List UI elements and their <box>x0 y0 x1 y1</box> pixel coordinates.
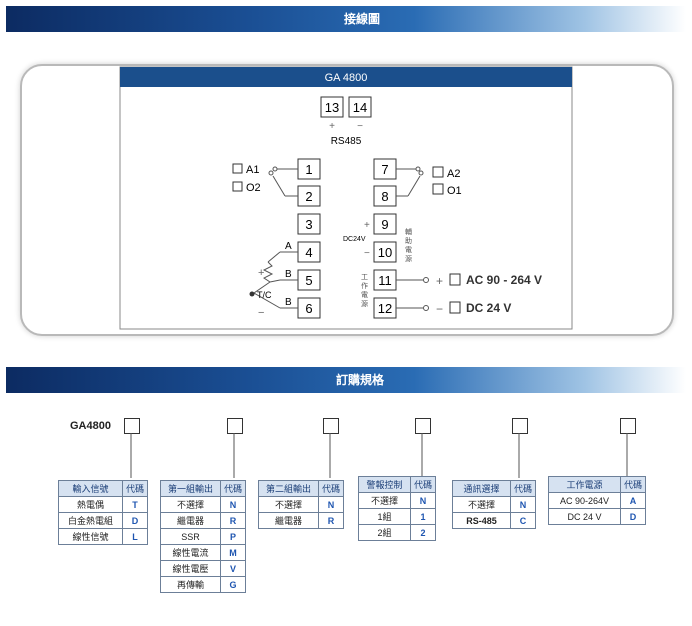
alarm-a2-label: A2 <box>447 168 460 180</box>
tc-minus: − <box>258 307 264 319</box>
rtd-a-label: A <box>285 241 292 252</box>
terminal-10-label: 10 <box>378 245 392 260</box>
power-dc-checkbox <box>449 301 461 314</box>
code-box-power <box>620 418 636 434</box>
device-frame <box>119 66 573 330</box>
tc-plus: + <box>258 267 264 279</box>
wiring-section-title: 接線圖 <box>344 12 381 26</box>
tc-label: T/C <box>257 290 272 300</box>
power-ac-label: AC 90 - 264 V <box>466 273 542 287</box>
terminal-8-label: 8 <box>381 189 388 204</box>
alarm-a2-checkbox <box>432 166 444 178</box>
alarm-o1-checkbox <box>432 183 444 195</box>
rtd-b-label: B <box>285 269 292 280</box>
relay-contact-left <box>268 166 298 197</box>
order-section-title: 訂購規格 <box>336 373 385 387</box>
order-model-code: GA4800 <box>70 420 111 432</box>
rtd-b2-label: B <box>285 297 292 308</box>
alarm-o2-checkbox <box>232 181 243 192</box>
terminal-3-label: 3 <box>305 217 312 232</box>
terminal-1-label: 1 <box>305 162 312 177</box>
work-power-side-label: 工作電源 <box>361 273 369 309</box>
terminal-12-label: 12 <box>378 301 392 316</box>
alarm-o2-label: O2 <box>246 182 261 194</box>
order-section-banner: 訂購規格 <box>6 367 686 393</box>
rtd-wiring <box>253 251 298 309</box>
terminal-14-label: 14 <box>353 100 367 115</box>
power-dc-label: DC 24 V <box>466 301 511 315</box>
terminal-9-label: 9 <box>381 217 388 232</box>
alarm-o1-label: O1 <box>447 185 462 197</box>
terminal-13 <box>320 96 344 118</box>
aux-plus: + <box>364 220 370 231</box>
power-ac-checkbox <box>449 273 461 286</box>
aux-power-side-label: 輔助電源 <box>405 227 413 264</box>
tc-junction-dot <box>249 291 255 297</box>
rs485-label: RS485 <box>331 136 362 147</box>
power-leads <box>396 277 429 311</box>
aux-voltage-label: DC24V <box>343 236 366 243</box>
code-box-alarm <box>415 418 431 434</box>
terminal-14 <box>348 96 372 118</box>
terminal-5-label: 5 <box>305 273 312 288</box>
right-terminal-column: 7 8 9 10 11 12 <box>373 158 397 319</box>
terminal-10 <box>373 241 397 263</box>
terminal-13-label: 13 <box>325 100 339 115</box>
terminal-9 <box>373 213 397 235</box>
terminal-7-label: 7 <box>381 162 388 177</box>
alarm-a1-checkbox <box>232 163 243 174</box>
device-title-bar <box>120 67 572 87</box>
power-dc-minus: − <box>436 302 443 316</box>
rs485-plus: + <box>329 121 335 132</box>
aux-minus: − <box>364 248 370 259</box>
device-model: GA 4800 <box>325 72 368 84</box>
terminal-11-label: 11 <box>378 273 392 288</box>
code-box-output1 <box>227 418 243 434</box>
left-terminal-column: 1 2 3 4 5 6 <box>297 158 321 319</box>
code-box-output2 <box>323 418 339 434</box>
power-ac-plus: + <box>436 274 443 288</box>
terminal-6-label: 6 <box>305 301 312 316</box>
terminal-3 <box>297 213 321 235</box>
rs485-minus: − <box>357 121 363 132</box>
code-box-comm <box>512 418 528 434</box>
terminal-2-label: 2 <box>305 189 312 204</box>
terminal-4-label: 4 <box>305 245 312 260</box>
code-box-input <box>124 418 140 434</box>
alarm-a1-label: A1 <box>246 164 259 176</box>
wiring-section-banner: 接線圖 <box>6 6 686 32</box>
relay-contact-right <box>396 166 424 197</box>
wiring-diagram: GA 4800 13 14 + − RS485 1 2 3 4 5 6 A1 O… <box>119 66 573 330</box>
